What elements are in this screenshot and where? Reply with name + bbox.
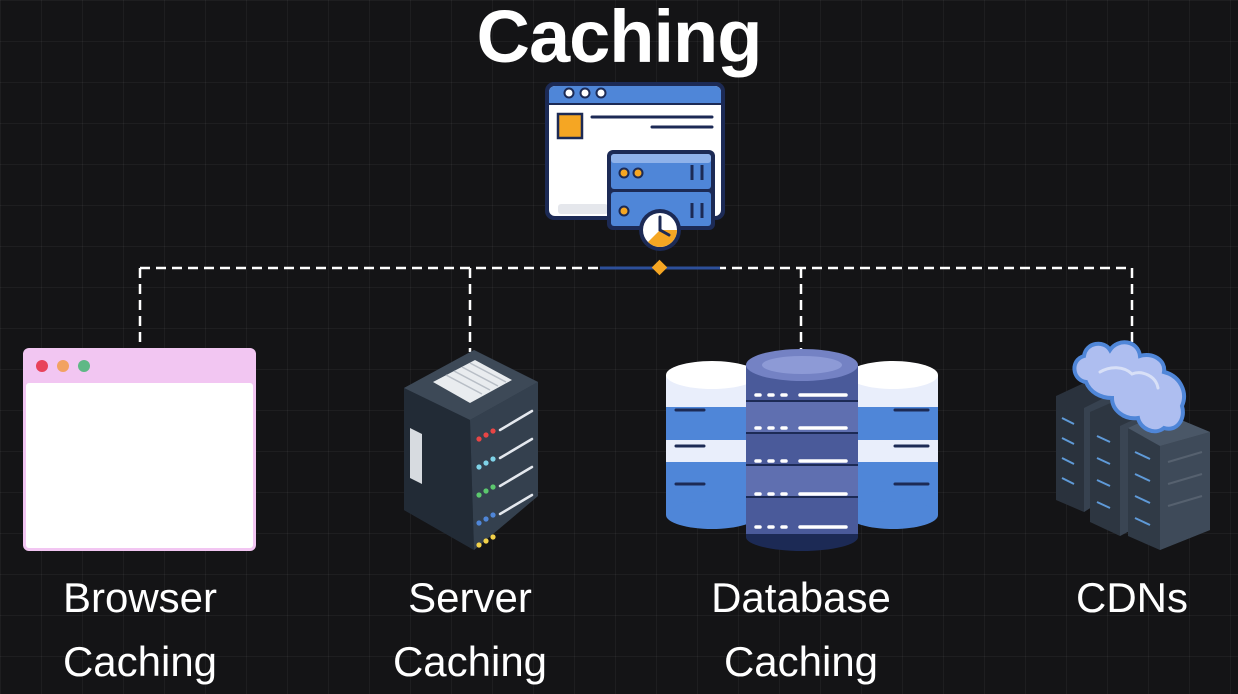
- server-rack-icon: [404, 350, 538, 550]
- database-stack-icon: [666, 349, 938, 551]
- cdn-cloud: [1072, 340, 1186, 434]
- connector-tree: [138, 266, 1134, 352]
- web-cache-icon: [545, 82, 725, 251]
- database-right-cylinder: [848, 361, 938, 529]
- label-server-line1: Server: [408, 574, 532, 621]
- diagram-title: Caching: [476, 0, 763, 78]
- label-database-line1: Database: [711, 574, 891, 621]
- minimize-dot-icon: [57, 360, 69, 372]
- label-browser-line1: Browser: [62, 574, 218, 621]
- diagram-canvas: [23, 82, 1210, 551]
- cdn-server-front: [1128, 412, 1210, 550]
- connector-hub-diamond: [651, 259, 668, 276]
- label-server-line2: Caching: [392, 638, 548, 685]
- database-center-cylinder: [746, 349, 858, 551]
- label-browser-line2: Caching: [62, 638, 218, 685]
- maximize-dot-icon: [78, 360, 90, 372]
- label-cdns: CDNs: [982, 566, 1238, 630]
- browser-window-icon: [23, 348, 256, 551]
- label-server-caching: Server Caching: [320, 566, 620, 694]
- label-browser-caching: Browser Caching: [0, 566, 290, 694]
- close-dot-icon: [36, 360, 48, 372]
- cloud-servers-icon: [1056, 340, 1210, 550]
- database-left-cylinder: [666, 361, 758, 529]
- label-database-line2: Caching: [723, 638, 879, 685]
- server-status-leds: [476, 428, 496, 548]
- label-cdns-line1: CDNs: [1076, 574, 1188, 621]
- label-database-caching: Database Caching: [651, 566, 951, 694]
- clock-icon: [639, 209, 681, 251]
